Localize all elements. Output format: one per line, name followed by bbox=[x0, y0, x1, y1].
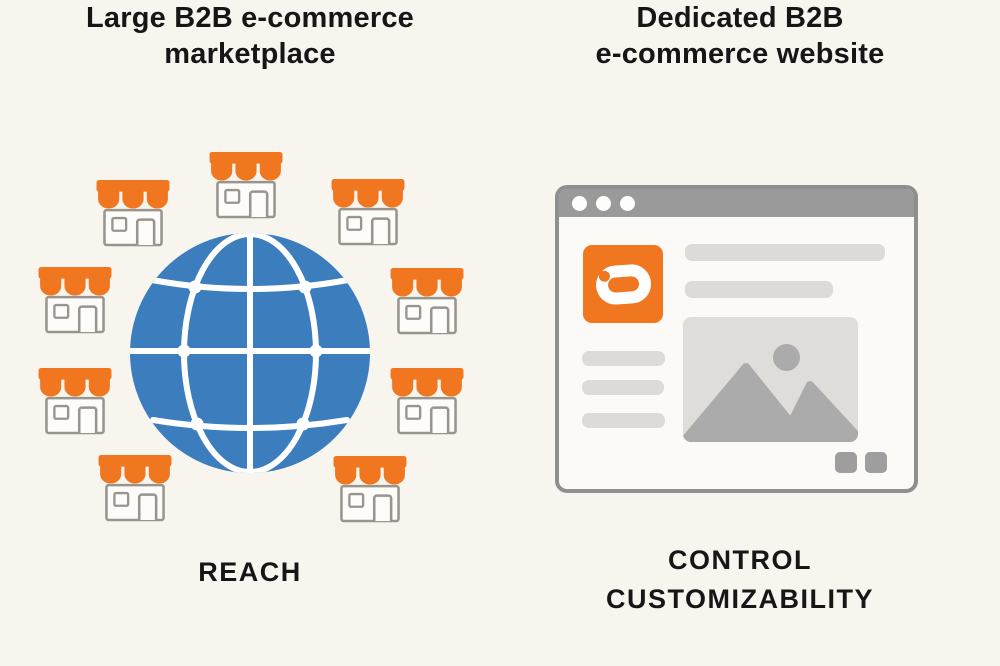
mountain-icon bbox=[683, 363, 858, 442]
image-placeholder-icon bbox=[683, 317, 858, 442]
storefront-icon bbox=[390, 268, 464, 335]
right-caption-line2: CUSTOMIZABILITY bbox=[606, 584, 874, 614]
storefront-icon bbox=[390, 368, 464, 435]
right-title-line1: Dedicated B2B bbox=[636, 2, 844, 34]
globe-icon bbox=[130, 233, 370, 473]
globe-network-nodes bbox=[177, 280, 323, 431]
site-logo-icon bbox=[583, 245, 663, 323]
left-caption: REACH bbox=[198, 557, 302, 587]
left-title-line1: Large B2B e-commerce bbox=[86, 2, 414, 34]
action-button-placeholder bbox=[835, 452, 857, 473]
text-placeholder-bar bbox=[582, 413, 665, 428]
storefront-icon bbox=[38, 368, 112, 435]
marketplace-graphic bbox=[38, 152, 464, 523]
traffic-light-icon bbox=[572, 195, 587, 211]
storefront-icon bbox=[333, 456, 407, 523]
left-title: Large B2B e-commerce marketplace bbox=[0, 0, 500, 72]
right-caption: CONTROL CUSTOMIZABILITY bbox=[495, 541, 985, 619]
action-button-placeholder bbox=[865, 452, 887, 473]
right-title: Dedicated B2B e-commerce website bbox=[495, 0, 985, 72]
sun-icon bbox=[773, 344, 800, 371]
storefront-icon bbox=[96, 180, 170, 247]
text-placeholder-bar bbox=[685, 281, 833, 298]
right-caption-line1: CONTROL bbox=[668, 545, 812, 575]
text-placeholder-bar bbox=[685, 244, 885, 261]
storefront-icon bbox=[38, 267, 112, 334]
left-title-line2: marketplace bbox=[164, 38, 336, 70]
storefront-icon bbox=[209, 152, 283, 219]
text-placeholder-bar bbox=[582, 351, 665, 366]
traffic-light-icon bbox=[620, 195, 635, 211]
right-title-line2: e-commerce website bbox=[595, 38, 885, 70]
browser-titlebar bbox=[559, 189, 914, 217]
traffic-light-icon bbox=[596, 195, 611, 211]
storefront-icon bbox=[331, 179, 405, 246]
browser-content bbox=[559, 217, 914, 489]
storefront-icon bbox=[98, 455, 172, 522]
browser-window-icon bbox=[555, 185, 918, 493]
text-placeholder-bar bbox=[582, 380, 664, 395]
